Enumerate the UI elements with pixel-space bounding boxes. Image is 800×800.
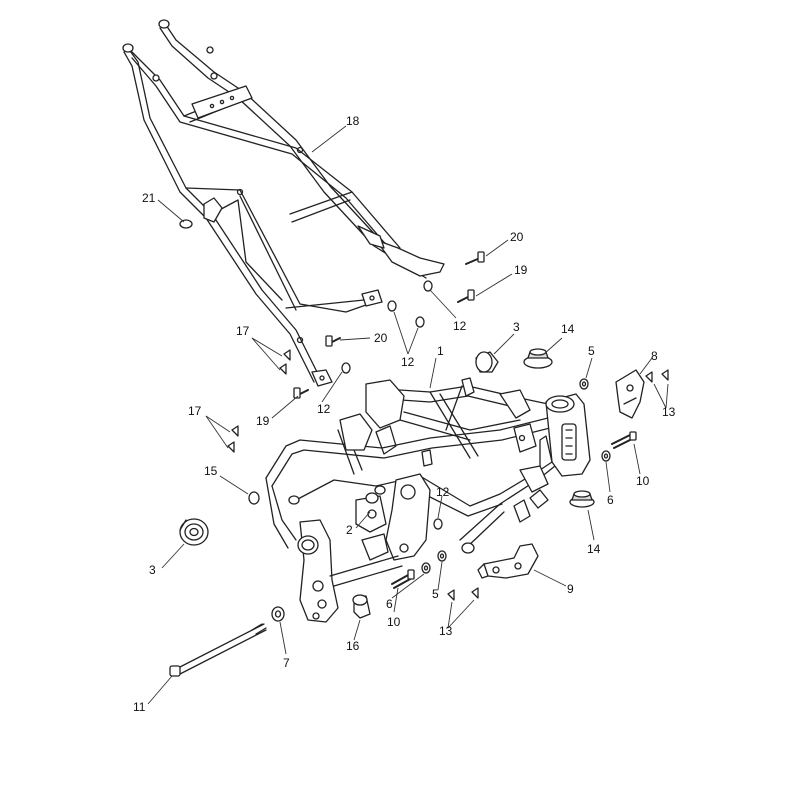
leader-lines (147, 125, 669, 705)
bolt-20-left (325, 335, 341, 347)
callout-15: 15 (204, 464, 218, 478)
callout-1: 1 (437, 344, 444, 358)
callout-3-top: 3 (513, 320, 520, 334)
callout-2: 2 (346, 523, 353, 537)
grommet-14-top (523, 348, 553, 369)
callout-8: 8 (651, 349, 658, 363)
callout-11: 11 (133, 700, 146, 714)
rear-subframe (122, 19, 445, 387)
bolt-11 (169, 623, 267, 677)
callout-18: 18 (346, 114, 360, 128)
callout-12-lower: 12 (436, 485, 450, 499)
callout-12-top: 12 (453, 319, 467, 333)
callout-6-lower: 6 (386, 597, 393, 611)
bush-3-left (179, 518, 209, 546)
callout-10-right: 10 (636, 474, 650, 488)
callout-5-top: 5 (588, 344, 595, 358)
bolt-20-top (465, 251, 485, 265)
rivet-17-b (279, 363, 287, 375)
callout-9: 9 (567, 582, 574, 596)
grommet-14-bottom (569, 490, 595, 508)
callout-3-left: 3 (149, 563, 156, 577)
callout-12-middle: 12 (401, 355, 415, 369)
bracket-9 (477, 543, 539, 579)
cap-21 (179, 219, 193, 229)
small-parts (169, 219, 669, 677)
callout-13-right: 13 (662, 405, 676, 419)
bolt-19-top (457, 289, 475, 303)
rivet-17-a (283, 349, 291, 361)
callout-10-lower: 10 (387, 615, 401, 629)
washer-6-lower (421, 562, 431, 574)
nut-12-b (415, 316, 425, 328)
washer-6-right (601, 450, 611, 462)
callout-12-left: 12 (317, 402, 331, 416)
callout-20-left: 20 (374, 331, 388, 345)
nut-12-e (433, 518, 443, 530)
callout-13-lower: 13 (439, 624, 453, 638)
washer-5-top (579, 378, 589, 390)
callout-19-top: 19 (514, 263, 528, 277)
nut-12-c (423, 280, 433, 292)
callout-17-lower: 17 (188, 404, 202, 418)
bolt-10-lower (391, 569, 415, 589)
rivet-13-a (645, 371, 653, 383)
rivet-13-d (471, 587, 479, 599)
bolt-19-left (293, 387, 309, 399)
rivet-13-c (447, 589, 455, 601)
callout-20-top: 20 (510, 230, 524, 244)
callout-14-bottom: 14 (587, 542, 601, 556)
callout-19-left: 19 (256, 414, 270, 428)
washer-7 (271, 606, 285, 622)
callout-5-lower: 5 (432, 587, 439, 601)
main-frame (265, 377, 591, 623)
callout-16: 16 (346, 639, 360, 653)
callout-17-top: 17 (236, 324, 250, 338)
washer-15 (248, 491, 260, 505)
callout-7: 7 (283, 656, 290, 670)
bush-16 (352, 594, 371, 619)
callout-21: 21 (142, 191, 156, 205)
rivet-17-c (231, 425, 239, 437)
bracket-8 (615, 369, 645, 419)
callout-6-right: 6 (607, 493, 614, 507)
bush-3-top (475, 351, 499, 373)
rivet-13-b (661, 369, 669, 381)
callout-14-top: 14 (561, 322, 575, 336)
washer-5-lower (437, 550, 447, 562)
nut-12-a (387, 300, 397, 312)
nut-12-d (341, 362, 351, 374)
callouts: 1 2 3 3 5 5 6 6 7 8 9 10 10 11 12 12 12 … (133, 114, 676, 714)
rivet-17-d (227, 441, 235, 453)
bolt-10-right (611, 431, 637, 449)
